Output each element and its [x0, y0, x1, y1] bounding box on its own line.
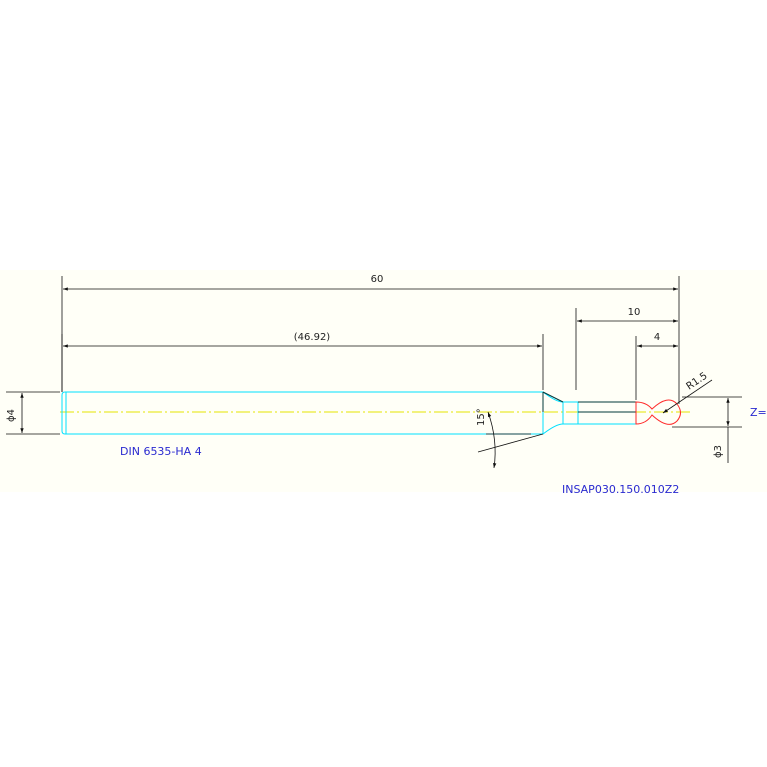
dim-overall-length-text: 60: [371, 274, 384, 285]
dim-taper-angle-text: 15°: [476, 408, 487, 426]
dim-neck-length-text: 10: [628, 307, 641, 318]
dim-shank-diameter-text: ϕ4: [6, 409, 17, 422]
tool-outline: [61, 391, 636, 435]
dim-radius-leader: [662, 379, 713, 414]
dim-shank-diameter: [6, 391, 60, 435]
dim-tip-diameter-text: ϕ3: [713, 445, 724, 458]
dim-tip-length-text: 4: [654, 332, 660, 343]
shank-outline: [61, 391, 544, 435]
ball-tip-outline: [635, 399, 681, 425]
shank-standard-note: DIN 6535-HA 4: [120, 445, 202, 458]
dim-shank-length-text: (46.92): [294, 332, 331, 343]
dim-shank-length: [61, 334, 544, 392]
dim-tip-diameter: [672, 396, 742, 463]
insert-code-note: INSAP030.150.010Z2: [562, 483, 679, 496]
dim-taper-angle: [477, 411, 544, 469]
flutes-note: Z=2: [750, 406, 767, 419]
dim-neck-length: [575, 308, 678, 390]
drawing-sheet: [0, 270, 767, 492]
dim-tip-length: [635, 336, 678, 400]
